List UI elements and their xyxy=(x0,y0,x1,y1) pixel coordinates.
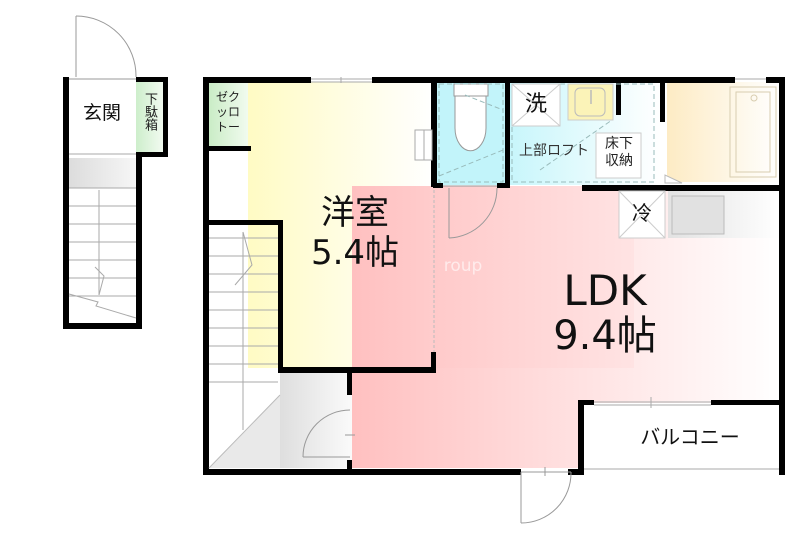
toilet-area xyxy=(437,82,507,185)
closet-label-line1: ゼク xyxy=(215,90,240,104)
ldk-size: 9.4帖 xyxy=(553,313,657,359)
balcony-label: バルコニー xyxy=(640,425,740,449)
stairs-landing xyxy=(68,158,136,188)
washer-label: 洗 xyxy=(524,92,547,117)
bath-area xyxy=(667,82,780,182)
underfloor-storage-label: 床下 収納 xyxy=(597,136,641,170)
shoe-box-area xyxy=(136,82,164,152)
genkan-label: 玄関 xyxy=(82,102,121,124)
shoe-box-label: 下駄箱 xyxy=(142,92,157,131)
closet-label: ゼク ッロ トー xyxy=(211,90,245,135)
genkan-area xyxy=(68,82,136,154)
closet-label-line2: ッロ xyxy=(215,105,240,119)
underfloor-line1: 床下 xyxy=(605,136,633,152)
loft-label: 上部ロフト xyxy=(519,143,589,159)
western-room-label: 洋室 xyxy=(321,193,389,233)
closet-area xyxy=(208,82,248,148)
balcony-area xyxy=(584,403,780,471)
watermark: roup xyxy=(443,256,483,276)
hall-area xyxy=(280,372,352,468)
western-room-size: 5.4帖 xyxy=(310,233,400,273)
underfloor-line2: 収納 xyxy=(605,153,633,169)
ldk-label: LDK xyxy=(563,266,647,315)
kitchen-counter xyxy=(668,190,780,238)
closet-label-line3: トー xyxy=(215,120,240,134)
fridge-label: 冷 xyxy=(632,201,652,225)
